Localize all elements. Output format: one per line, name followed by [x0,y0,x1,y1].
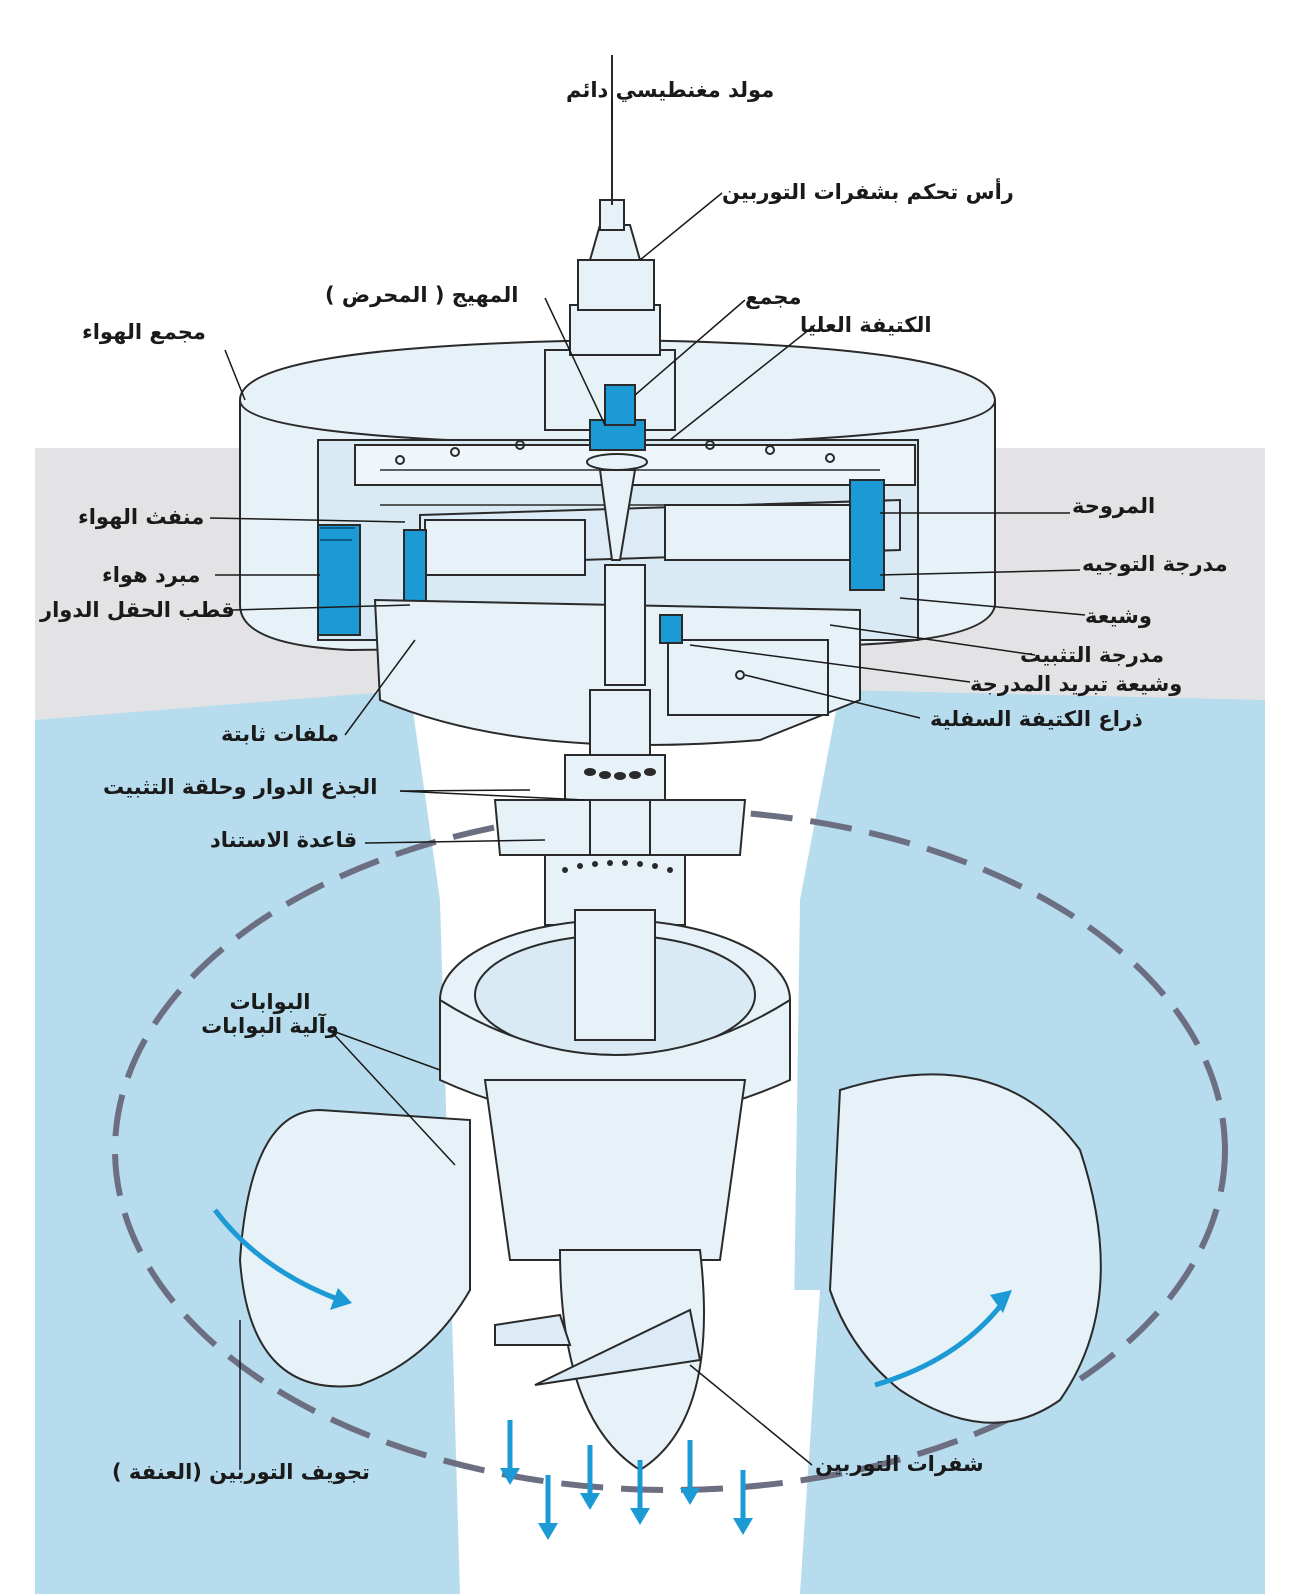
label-gates: البوابات وآلية البوابات [185,990,355,1038]
label-gates-line1: البوابات [229,990,311,1014]
label-pmg: مولد مغنطيسي دائم [566,78,775,102]
upper-assembly [544,55,676,561]
label-blade-control-head: رأس تحكم بشفرات التوربين [722,180,1014,204]
leader-lines [209,100,1086,1470]
label-coil: وشيعة [1085,604,1152,628]
label-bearing-cooling-coil: وشيعة تبريد المدرجة [970,672,1183,696]
label-lower-bracket-arm: ذراع الكتيفة السفلية [930,707,1143,731]
label-exciter: المهيج ( المحرض ) [325,283,519,307]
label-upper-bracket: الكتيفة العليا [800,313,932,337]
label-stator-coils: ملفات ثابتة [221,722,339,746]
label-rotor-pole: قطب الحقل الدوار [40,598,235,622]
label-air-vent: منفث الهواء [78,505,205,529]
label-turbine-cavity: تجويف التوربين (العنفة ) [112,1460,370,1484]
label-guide-bearing: مدرجة التوجيه [1082,552,1228,576]
label-fan: المروحة [1072,494,1156,518]
label-air-housing: مجمع الهواء [82,320,206,344]
label-thrust-bearing: مدرجة التثبيت [1020,643,1165,667]
lower-structure [373,564,861,926]
label-support-base: قاعدة الاستناد [210,828,358,852]
label-air-cooler: مبرد هواء [102,563,201,587]
turbine-assembly [238,909,1102,1472]
label-turbine-blades: شفرات التوربين [815,1452,984,1476]
label-collector: مجمع [745,285,802,309]
label-gates-line2: وآلية البوابات [201,1014,339,1039]
label-shaft-and-ring: الجذع الدوار وحلقة التثبيت [103,775,378,799]
flow-arrows [213,1208,1012,1540]
